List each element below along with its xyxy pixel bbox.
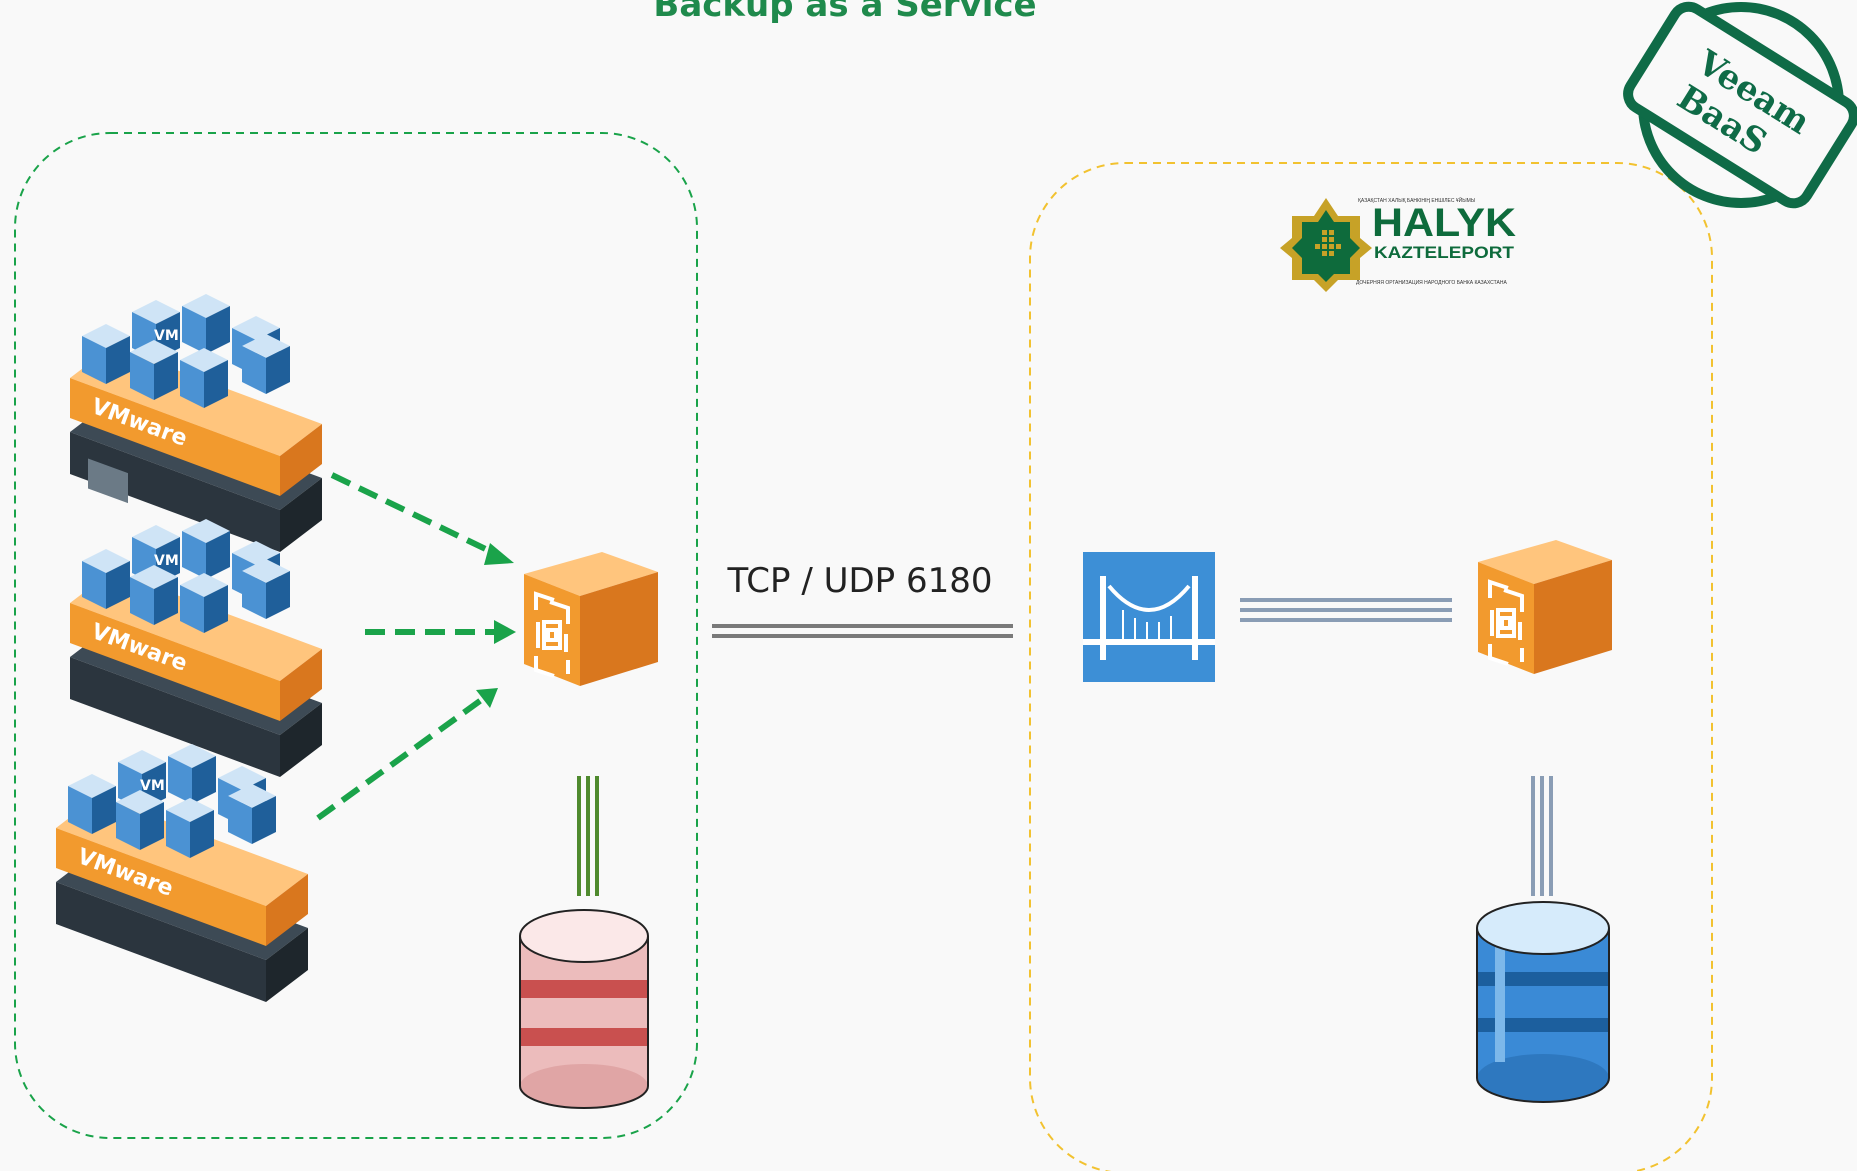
vm-label: VM <box>140 778 165 794</box>
vm-label: VM <box>154 328 179 344</box>
customer-zone <box>14 132 698 1139</box>
arrow-head-icon <box>484 543 514 565</box>
logo-sub-text: KAZTELEPORT <box>1374 243 1515 262</box>
arrow-head-icon <box>476 688 498 708</box>
vmware-host-icon: VMware VM <box>70 519 322 777</box>
veeam-baas-stamp: Veeam BaaS <box>1623 1 1857 209</box>
gateway-link <box>1240 598 1452 622</box>
logo-main-text: HALYK <box>1372 201 1516 245</box>
vm-label: VM <box>154 553 179 569</box>
provider-zone <box>1029 162 1713 1171</box>
halyk-kazteleport-logo: ҚАЗАҚСТАН ХАЛЫҚ БАНКІНІҢ ЕНШІЛЕС ҰЙЫМЫ H… <box>1280 196 1516 292</box>
arrow-head-icon <box>494 620 516 644</box>
vmware-host-icon: VMware VM <box>70 294 322 552</box>
vmware-host-icon: VMware VM <box>56 744 308 1002</box>
veeam-proxy-icon <box>1476 538 1614 676</box>
database-icon <box>1476 901 1610 1103</box>
logo-bottom-text: ДОЧЕРНЯЯ ОРГАНИЗАЦИЯ НАРОДНОГО БАНКА КАЗ… <box>1356 280 1507 286</box>
logo-top-text: ҚАЗАҚСТАН ХАЛЫҚ БАНКІНІҢ ЕНШІЛЕС ҰЙЫМЫ <box>1358 196 1476 204</box>
storage-link <box>577 776 599 896</box>
connection-label: TCP / UDP 6180 <box>727 561 993 601</box>
diagram-title: Backup as a Service <box>653 0 1036 25</box>
database-icon <box>519 909 649 1109</box>
cloud-gateway-icon <box>1083 552 1215 682</box>
veeam-proxy-icon <box>522 550 660 688</box>
backup-arrows <box>316 472 500 821</box>
storage-link <box>1531 776 1553 896</box>
wan-link <box>712 624 1013 638</box>
